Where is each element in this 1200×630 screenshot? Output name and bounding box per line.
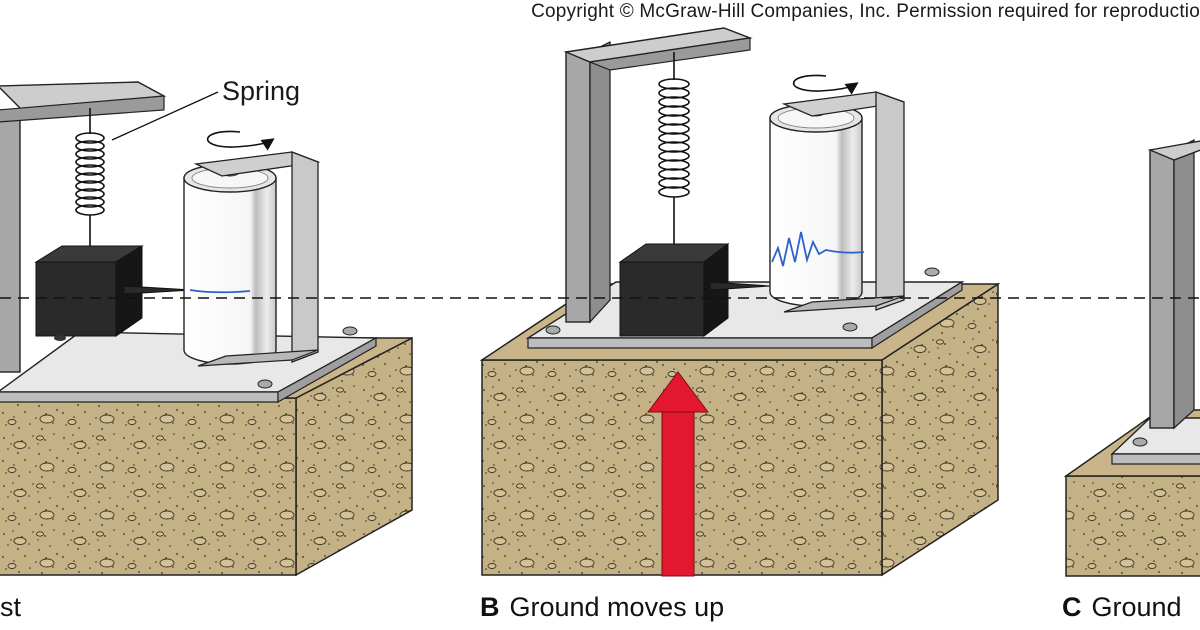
- spring-leader-line: [111, 91, 219, 141]
- caption-panel-c: C Ground: [1062, 592, 1182, 623]
- pen: [123, 285, 193, 295]
- seismogram-trace: [189, 289, 251, 294]
- spring-label: Spring: [222, 76, 301, 106]
- caption-text: Ground: [1091, 592, 1182, 622]
- caption-letter: B: [480, 592, 500, 622]
- spring: [658, 52, 690, 252]
- frame-post: [0, 109, 21, 373]
- caption-panel-b: B Ground moves up: [480, 592, 724, 623]
- recording-drum: [183, 163, 277, 365]
- soil-block-front: [1065, 475, 1200, 577]
- seismogram-trace: [771, 231, 865, 267]
- panel-a: [0, 81, 413, 577]
- mass-block: [35, 261, 117, 337]
- caption-text: st: [0, 592, 22, 622]
- panel-b: [479, 27, 1001, 577]
- rotation-arrow-icon: [792, 74, 859, 95]
- caption-text: Ground moves up: [509, 592, 725, 622]
- spring: [75, 108, 105, 246]
- mass-block: [619, 261, 705, 337]
- pen: [709, 281, 771, 291]
- recording-drum: [769, 103, 863, 307]
- frame-post: [565, 51, 591, 323]
- copyright-notice: Copyright © McGraw-Hill Companies, Inc. …: [531, 1, 1200, 22]
- soil-block-front: [0, 397, 297, 576]
- frame-post: [1149, 149, 1175, 429]
- caption-letter: C: [1062, 592, 1082, 622]
- rotation-arrow-icon: [206, 130, 275, 151]
- up-arrow-icon: [647, 371, 709, 577]
- panel-c: [1063, 138, 1200, 577]
- caption-panel-a: st: [0, 592, 21, 623]
